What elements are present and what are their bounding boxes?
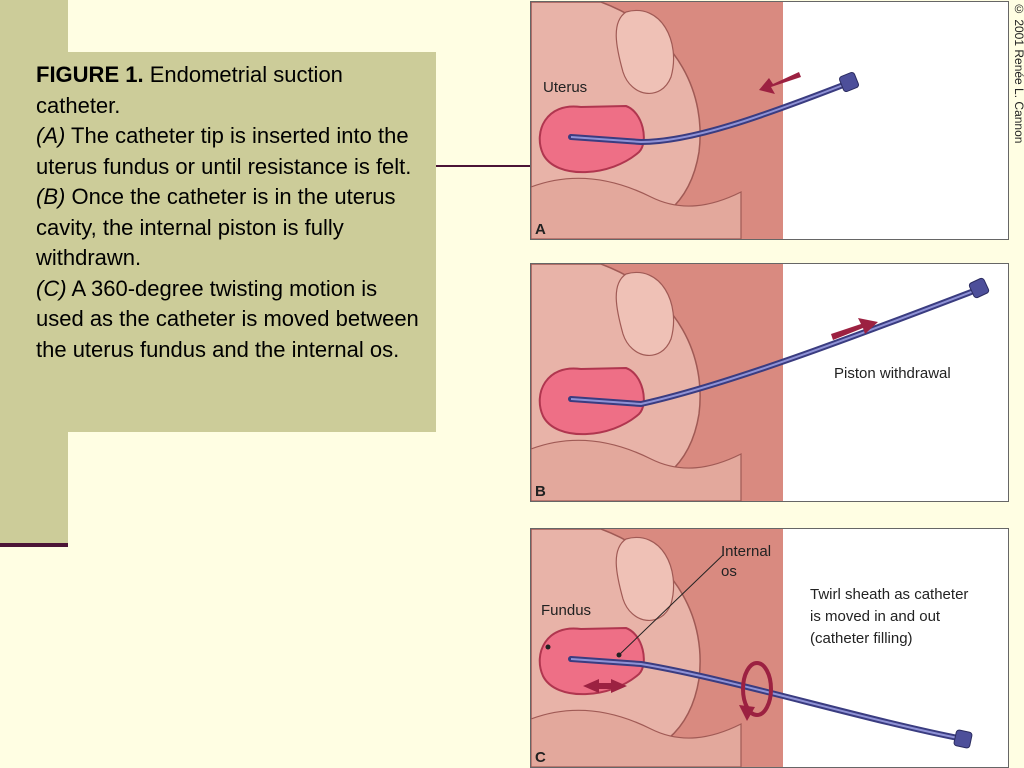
- figure-caption: FIGURE 1. Endometrial suction catheter. …: [36, 60, 428, 365]
- caption-step-b: (B) Once the catheter is in the uterus c…: [36, 182, 428, 274]
- panel-a-illustration: Uterus A: [531, 2, 860, 239]
- caption-step-c: (C) A 360-degree twisting motion is used…: [36, 274, 428, 366]
- bladder-shape: [615, 271, 675, 356]
- bowel-shape: [531, 709, 742, 767]
- panel-b: Piston withdrawal B: [530, 263, 1009, 502]
- step-c-text: A 360-degree twisting motion is used as …: [36, 275, 419, 362]
- internal-os-leader-line: [618, 554, 724, 656]
- bladder-shape: [615, 9, 675, 94]
- bladder-shape: [615, 536, 675, 621]
- bowel-shape: [531, 439, 742, 501]
- panel-letter-c: C: [535, 749, 546, 766]
- internal-os-label-line2: os: [721, 563, 737, 580]
- twirl-label-line2: is moved in and out: [810, 608, 941, 625]
- panel-letter-a: A: [535, 221, 546, 238]
- fundus-label: Fundus: [541, 602, 591, 619]
- panel-c: Fundus Internal os Twirl sheath as cathe…: [530, 528, 1009, 768]
- step-a-tag: (A): [36, 123, 66, 148]
- figure-label: FIGURE 1.: [36, 62, 144, 87]
- caption-step-a: (A) The catheter tip is inserted into th…: [36, 121, 428, 182]
- copyright-notice: © 2001 Renée L. Cannon: [1012, 2, 1024, 144]
- caption-box: [16, 52, 436, 432]
- twirl-rotation-arrow: [741, 661, 773, 717]
- catheter-end-cap: [953, 729, 973, 749]
- catheter-highlight: [570, 658, 964, 740]
- caption-title-line: FIGURE 1. Endometrial suction catheter.: [36, 60, 428, 121]
- insert-direction-arrow: [759, 72, 801, 94]
- twirl-arrowhead: [739, 705, 755, 721]
- step-c-tag: (C): [36, 275, 67, 301]
- twirl-label-line1: Twirl sheath as catheter: [810, 586, 968, 603]
- bowel-shape: [531, 177, 742, 239]
- step-b-tag: (B): [36, 184, 66, 209]
- uterus-label: Uterus: [543, 79, 587, 96]
- catheter-end-cap: [968, 277, 990, 299]
- piston-withdrawal-label: Piston withdrawal: [834, 365, 951, 382]
- fundus-marker-dot: [545, 644, 551, 650]
- step-b-text: Once the catheter is in the uterus cavit…: [36, 184, 396, 270]
- catheter-highlight: [570, 288, 980, 406]
- catheter-highlight: [570, 81, 852, 144]
- catheter-end-cap: [838, 71, 860, 93]
- figure-title: Endometrial suction catheter.: [36, 62, 343, 118]
- panel-letter-b: B: [535, 483, 546, 500]
- in-out-arrow: [583, 679, 627, 693]
- withdraw-direction-arrow: [831, 318, 878, 340]
- panel-c-illustration: Fundus Internal os Twirl sheath as cathe…: [531, 529, 973, 767]
- panel-b-illustration: Piston withdrawal B: [531, 264, 990, 501]
- twirl-label-line3: (catheter filling): [810, 630, 913, 647]
- step-a-text: The catheter tip is inserted into the ut…: [36, 123, 412, 179]
- panel-a: Uterus A: [530, 1, 1009, 240]
- side-accent-line: [0, 543, 68, 547]
- internal-os-label-line1: Internal: [721, 543, 771, 560]
- caption-connector-line: [436, 165, 532, 167]
